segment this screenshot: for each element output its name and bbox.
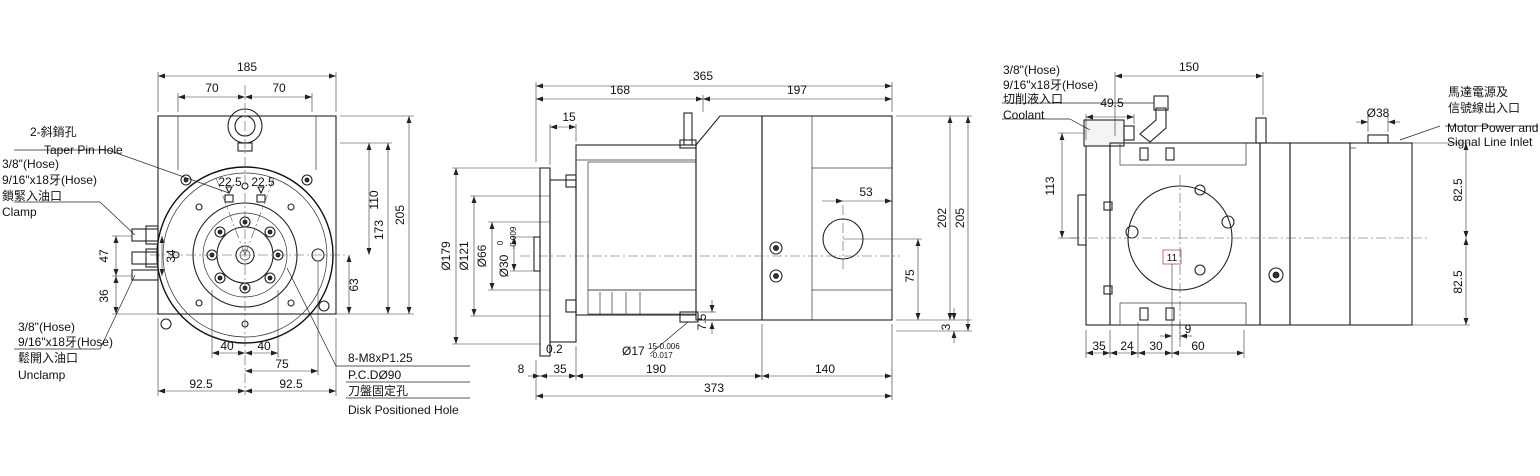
- dim-82-5-upper: 82.5: [1451, 178, 1465, 202]
- top-dimensions: [1058, 72, 1470, 358]
- side-motor-housing: [695, 115, 763, 321]
- dim-190: 190: [646, 362, 666, 376]
- side-view: 365 168 197 15 Ø179 Ø121 Ø66 Ø30 0 -0.00…: [439, 69, 972, 400]
- dim-35: 35: [553, 362, 567, 376]
- unclamp-hose-2: 9/16"x18牙(Hose): [18, 335, 113, 349]
- side-motor: [761, 115, 893, 321]
- dim-24: 24: [1120, 339, 1134, 353]
- dim-60: 60: [1191, 339, 1205, 353]
- dim-205: 205: [953, 208, 967, 228]
- dim-dia-66: Ø66: [475, 244, 489, 267]
- motor-inlet-en-2: Signal Line Inlet: [1447, 135, 1533, 149]
- top-leaders: [1002, 102, 1538, 141]
- dim-3: 3: [939, 323, 953, 330]
- side-body: [575, 144, 697, 316]
- dim-dia-38: Ø38: [1367, 106, 1390, 120]
- dim-113: 113: [1043, 176, 1057, 195]
- coolant-cn: 切削液入口: [1003, 91, 1063, 106]
- disk-hole-cn: 刀盤固定孔: [348, 383, 408, 398]
- dim-34: 34: [164, 249, 178, 263]
- top-view: 150 49.5 113 Ø38 82.5 82.5 11 35 24 30 9…: [1002, 60, 1538, 358]
- dim-35: 35: [1092, 339, 1106, 353]
- top-motor: [1349, 142, 1413, 326]
- dim-40-left: 40: [220, 339, 234, 353]
- dim-63: 63: [347, 278, 361, 292]
- taper-pins: [224, 186, 266, 203]
- dim-202: 202: [935, 208, 949, 228]
- front-view: 185 70 70 63 110 173 205 47 36 34 40 40 …: [2, 60, 470, 417]
- dim-49-5: 49.5: [1100, 96, 1124, 110]
- tol-17-prefix: 15: [648, 342, 657, 351]
- front-leaders: [14, 149, 470, 399]
- clamp-hose-2: 9/16"x18牙(Hose): [2, 173, 97, 187]
- motor-inlet-cn-1: 馬達電源及: [1448, 85, 1508, 99]
- dim-9: 9: [1185, 322, 1192, 336]
- dim-92-5-right: 92.5: [279, 377, 303, 391]
- dim-110: 110: [367, 190, 381, 209]
- dim-75: 75: [275, 357, 289, 371]
- pcd-label: P.C.DØ90: [348, 368, 401, 382]
- dim-36: 36: [97, 289, 111, 303]
- dim-40-right: 40: [257, 339, 271, 353]
- dim-dia-179: Ø179: [439, 241, 453, 271]
- dim-373: 373: [704, 381, 724, 395]
- tol-30-upper: 0: [496, 240, 505, 245]
- dim-82-5-lower: 82.5: [1451, 270, 1465, 294]
- dim-92-5-left: 92.5: [189, 377, 213, 391]
- coolant-hose-1: 3/8"(Hose): [1003, 63, 1060, 77]
- dim-47: 47: [97, 249, 111, 263]
- dim-173: 173: [372, 220, 386, 240]
- dim-365: 365: [693, 69, 713, 83]
- disk-hole-en: Disk Positioned Hole: [348, 403, 459, 417]
- outer-holes: [172, 182, 325, 328]
- motor-inlet-cn-2: 信號線出入口: [1448, 100, 1520, 115]
- unclamp-hose-1: 3/8"(Hose): [18, 320, 75, 334]
- clamp-cn: 鎖緊入油口: [2, 188, 62, 203]
- coolant-fitting: [1083, 95, 1169, 147]
- corner-holes: [160, 174, 330, 330]
- dim-15: 15: [562, 110, 576, 124]
- dim-dia-30: Ø30: [497, 254, 511, 277]
- top-body: [1109, 142, 1261, 326]
- dim-75: 75: [903, 269, 917, 283]
- top-flange: [1085, 142, 1111, 326]
- dim-53: 53: [859, 185, 873, 199]
- dim-7-5: 7.5: [695, 313, 709, 330]
- taper-pin-cn: 2-斜銷孔: [30, 124, 77, 139]
- dim-197: 197: [787, 83, 807, 97]
- tol-17-upper: -0.006: [657, 342, 680, 351]
- hydraulic-fittings: [131, 225, 159, 281]
- dim-8: 8: [518, 362, 525, 376]
- clamp-en: Clamp: [2, 205, 37, 219]
- front-dimensions: [112, 72, 414, 396]
- dim-150: 150: [1179, 60, 1199, 74]
- clamp-hose-1: 3/8"(Hose): [2, 157, 59, 171]
- side-dimensions: [452, 82, 972, 400]
- tol-30-lower: -0.009: [509, 226, 518, 249]
- tol-17-lower: -0.017: [650, 351, 673, 360]
- dim-185: 185: [237, 60, 257, 74]
- dim-70-left: 70: [205, 81, 219, 95]
- dim-11: 11: [1167, 253, 1178, 264]
- angle-22-5-right: 22.5: [251, 175, 275, 189]
- motor-inlet-en-1: Motor Power and: [1447, 121, 1538, 135]
- dim-30: 30: [1149, 339, 1163, 353]
- dim-168: 168: [610, 83, 630, 97]
- dim-dia-17: Ø17: [622, 344, 645, 358]
- coolant-en: Coolant: [1003, 108, 1045, 122]
- thread-label: 8-M8xP1.25: [348, 351, 413, 365]
- dim-0-2: 0.2: [546, 342, 563, 356]
- dim-70-right: 70: [272, 81, 286, 95]
- dim-140: 140: [815, 362, 835, 376]
- unclamp-en: Unclamp: [18, 368, 66, 382]
- coolant-hose-2: 9/16"x18牙(Hose): [1003, 78, 1098, 92]
- dim-dia-121: Ø121: [457, 241, 471, 271]
- front-housing: [157, 115, 337, 315]
- dim-205: 205: [393, 205, 407, 225]
- angle-22-5-left: 22.5: [218, 175, 242, 189]
- taper-pin-en: Taper Pin Hole: [44, 143, 123, 157]
- unclamp-cn: 鬆開入油口: [18, 350, 78, 365]
